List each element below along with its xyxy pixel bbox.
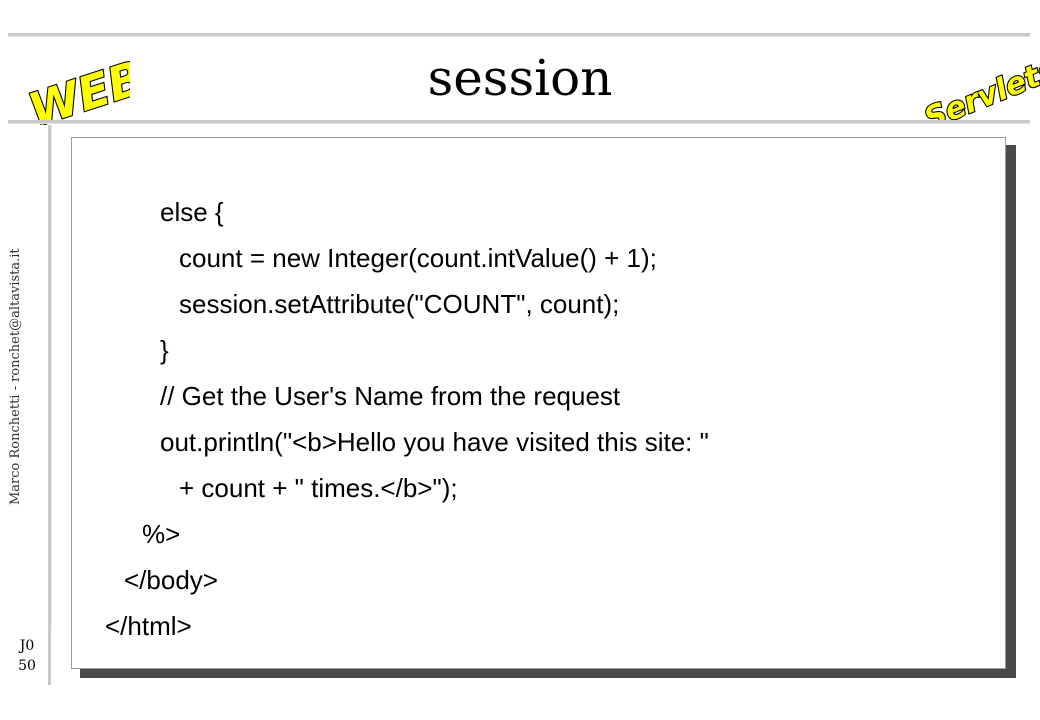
page-number: 50 (18, 658, 36, 674)
code-line: + count + " times.</b>"); (179, 473, 458, 503)
code-line: </body> (124, 565, 218, 595)
left-vertical-rule-lower (48, 625, 51, 685)
code-line: </html> (105, 611, 192, 641)
servlets-logo: Servlets (918, 51, 1040, 122)
code-line: // Get the User's Name from the request (160, 381, 621, 411)
page-code: J0 50 (12, 636, 42, 676)
code-line: out.println("<b>Hello you have visited t… (160, 427, 709, 457)
code-line: %> (142, 519, 181, 549)
code-line: session.setAttribute("COUNT", count); (179, 289, 620, 319)
servlets-logo-text: Servlets (920, 52, 1040, 122)
code-box: else { count = new Integer(count.intValu… (71, 137, 1006, 669)
code-line: else { (160, 197, 224, 227)
left-vertical-rule (48, 125, 52, 625)
page-code-section: J0 (19, 638, 35, 654)
header-top-rule (8, 33, 1030, 37)
code-line: } (160, 335, 169, 365)
web-logo: WEB (21, 49, 130, 125)
header-bottom-rule (8, 120, 1030, 124)
author-credit: Marco Ronchetti - ronchet@altavista.it (8, 248, 23, 505)
code-line: count = new Integer(count.intValue() + 1… (179, 243, 657, 273)
slide-title: session (427, 49, 613, 107)
